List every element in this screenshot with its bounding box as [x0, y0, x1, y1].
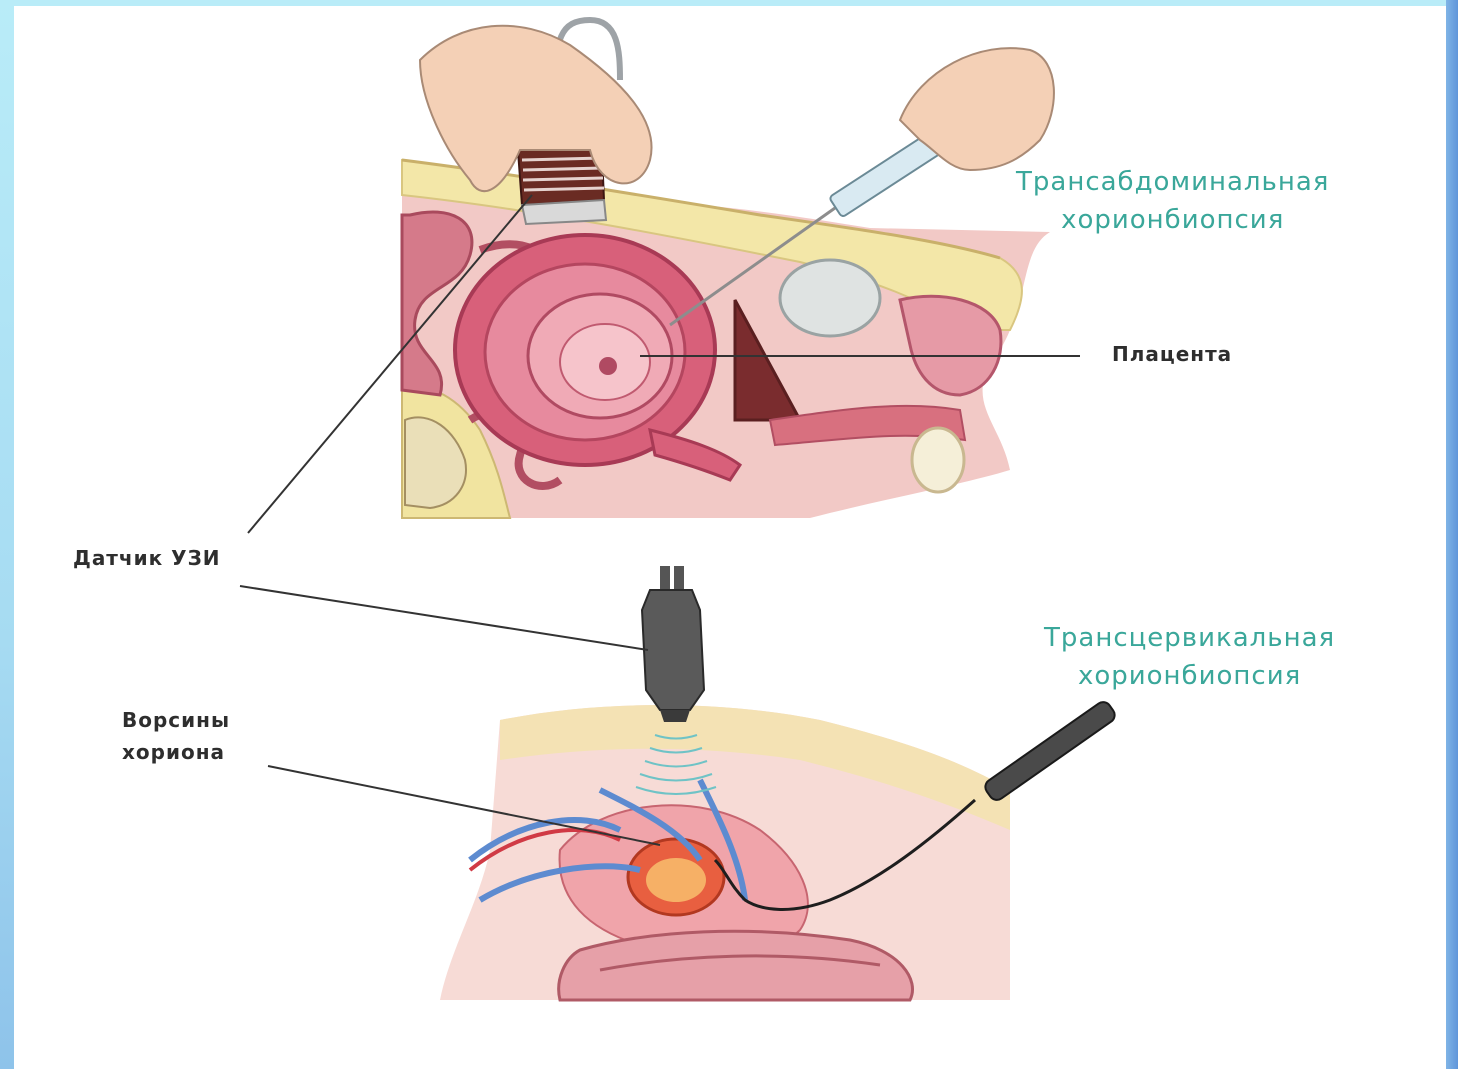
label-chorionic-villi: Ворсины хориона: [122, 704, 230, 768]
label-transcervical-line1: Трансцервикальная: [1044, 619, 1335, 657]
label-transcervical: Трансцервикальная хорионбиопсия: [1044, 619, 1335, 695]
transabdominal-illustration: [248, 20, 1080, 533]
label-placenta: Плацента: [1112, 338, 1232, 370]
catheter-handle: [982, 699, 1117, 803]
embryo: [599, 357, 617, 375]
label-transabdominal: Трансабдоминальная хорионбиопсия: [1016, 163, 1329, 239]
label-chorionic-villi-line1: Ворсины: [122, 704, 230, 736]
bowel: [559, 931, 913, 1000]
bone-cross-section: [912, 428, 964, 492]
ultrasound-probe-bottom: [642, 590, 704, 710]
label-ultrasound-probe: Датчик УЗИ: [73, 542, 221, 574]
label-chorionic-villi-line2: хориона: [122, 736, 230, 768]
label-transcervical-line2: хорионбиопсия: [1044, 657, 1335, 695]
transcervical-illustration: [240, 566, 1118, 1000]
placenta-sac: [780, 260, 880, 336]
label-transabdominal-line1: Трансабдоминальная: [1016, 163, 1329, 201]
label-transabdominal-line2: хорионбиопсия: [1016, 201, 1329, 239]
leader-probe-bottom: [240, 586, 648, 650]
